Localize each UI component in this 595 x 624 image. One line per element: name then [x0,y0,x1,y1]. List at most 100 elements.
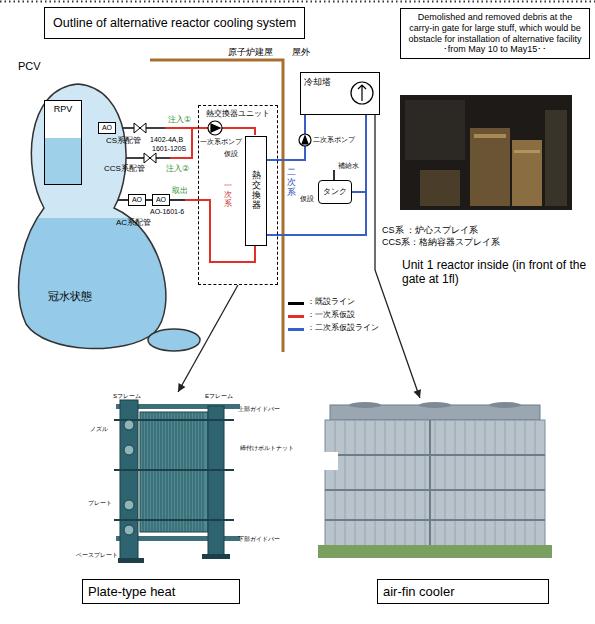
plate-heat-exchanger-illustration [114,400,240,563]
valve-box: AO [98,122,116,134]
label-text: 取出 [172,187,188,196]
label-text: ノズル [90,426,108,433]
fan-symbol [358,85,366,101]
label-text: 上部ガイドバー [238,406,280,413]
site-photo [400,95,572,210]
arrow-head [178,383,185,392]
site-photo [405,100,465,160]
valve-symbol [134,123,146,133]
air-fin-cooler-illustration [419,402,451,408]
air-fin-cooler-illustration [318,452,338,470]
node-text: air-fin cooler [377,579,549,604]
unit-frame: 熱交換器ユニット熱交換器 [198,105,278,285]
heat-exchanger: 熱交換器 [245,136,267,246]
cooling-tower: 冷却塔 [300,72,380,115]
label-text: ベースプレート [76,552,118,559]
secondary-pipe [266,146,305,160]
label-text: 1601-120S [152,145,186,153]
connector-line [375,115,420,398]
node-text: PCV [18,60,41,72]
site-photo [400,95,572,210]
air-fin-cooler-illustration [318,545,552,558]
node-text: RPV [45,104,81,114]
building-wall [150,60,283,352]
connector [375,115,421,398]
air-fin-cooler-illustration [429,420,431,550]
node-text: AO [99,123,115,133]
air-fin-cooler-illustration [325,420,545,550]
air-fin-cooler-illustration [325,455,545,520]
note-box: Demolished and removed debris at the car… [400,8,590,59]
legend-swatch [288,315,304,318]
existing-pipe [170,199,185,201]
page-rule [0,1,595,3]
arrow-head [413,389,421,398]
plate-heat-exchanger-illustration [120,400,138,560]
label-text: プレート [88,500,112,507]
site-photo [420,170,460,206]
site-photo [512,140,542,206]
label-text: 1402-4A,B [150,136,183,144]
plate-heat-exchanger-illustration [208,406,224,556]
legend-text: ：二次系仮設ライン [307,324,379,333]
photo-panel: air-fin cooler [305,398,557,604]
air-fin-cooler-illustration [318,402,552,558]
title-text: Outline of alternative reactor cooling s… [53,16,296,30]
node-text: AO [129,195,145,205]
pump-symbol [208,121,222,135]
site-photo [514,150,540,153]
title-box: Outline of alternative reactor cooling s… [44,7,305,39]
label-text: AO-1601-6 [150,208,184,216]
label-text: 下部ガイドバー [238,536,280,543]
label-text: 仮設 [224,150,238,158]
label-text: 冠水状態 [48,290,92,302]
label-text: AC系配管 [116,219,151,228]
secondary-pipe [266,115,366,235]
secondary-pipe [266,115,366,235]
label-text: 注入② [166,165,189,174]
secondary-pipe [304,115,306,134]
pump-symbol [302,136,308,144]
label-text: 二次系ポンプ [313,136,355,144]
plate-heat-exchanger-illustration [140,412,208,532]
plate-heat-exchanger-illustration [118,558,144,563]
label-text: CCS系：格納容器スプレイ系 [382,238,500,248]
node-text: タンク [319,181,351,202]
legend-text: ：既設ライン [307,298,355,307]
legend-text: ：一次系仮設 [307,311,355,320]
node-text: Demolished and removed debris at the car… [405,12,585,55]
fan-symbol [351,82,373,104]
vessel-outline [19,84,166,349]
secondary-pipe [350,191,366,193]
label-text: Eフレーム [205,393,233,400]
primary-pipe [165,127,208,129]
valve-box: AO [128,194,146,206]
node-text: Plate-type heat [82,579,240,604]
air-fin-cooler-illustration [349,402,381,408]
site-photo [474,134,506,138]
air-fin-cooler-illustration [335,420,535,550]
flood-water [14,218,214,418]
label-text: 一次系ポンプ [200,138,242,146]
photo-panel: Plate-type heat [82,392,244,604]
label-text: 原子炉建屋 [228,48,273,58]
label-text: CS系配管 [106,137,141,146]
fan-symbol [351,82,373,104]
plate-heat-exchanger-illustration [124,525,134,535]
node-text: 熱交換器 [252,171,261,211]
legend-swatch [288,302,304,305]
plate-heat-exchanger-illustration [114,420,234,520]
legend-swatch [288,328,304,331]
label-text: 仮設 [300,195,314,203]
label-text: Unit 1 reactor inside (in front of the g… [402,258,587,287]
reactor-vessel: RPV [44,100,82,185]
site-photo [545,110,567,206]
valve-symbol [144,153,156,163]
label-text: Sフレーム [113,393,141,400]
label-text: 二次系 [287,168,296,198]
node-text: 熱交換器ユニット [199,108,277,119]
primary-pipe [222,128,255,135]
label-text: 屋外 [292,48,310,58]
pump-symbol [211,124,220,132]
